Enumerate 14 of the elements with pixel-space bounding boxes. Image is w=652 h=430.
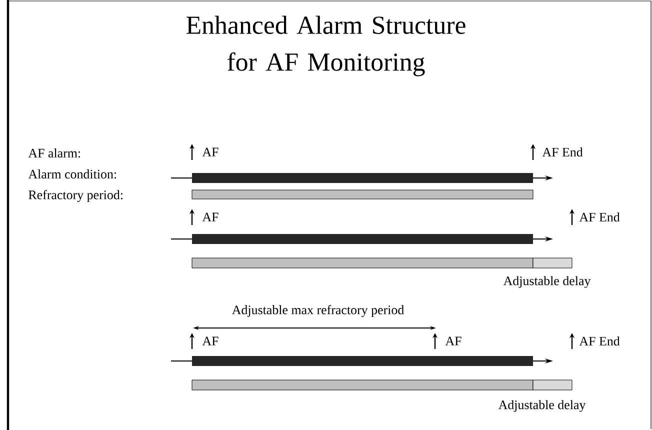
event-label: AF End <box>542 147 583 157</box>
row-label: Alarm condition: <box>28 169 116 179</box>
event-label: AF End <box>579 336 620 346</box>
event-label: AF <box>445 336 462 346</box>
row-label: AF alarm: <box>28 148 80 158</box>
delay-label: Adjustable delay <box>498 400 586 412</box>
delay-label: Adjustable delay <box>503 276 591 288</box>
event-label: AF <box>202 336 218 346</box>
event-label: AF <box>202 212 218 222</box>
title: Enhanced Alarm Structure for AF Monitoring <box>186 16 466 76</box>
row-label: Refractory period: <box>28 190 122 202</box>
event-label: AF <box>202 148 218 156</box>
event-label: AF End <box>579 212 620 222</box>
period-label: Adjustable max refractory period <box>232 305 404 317</box>
